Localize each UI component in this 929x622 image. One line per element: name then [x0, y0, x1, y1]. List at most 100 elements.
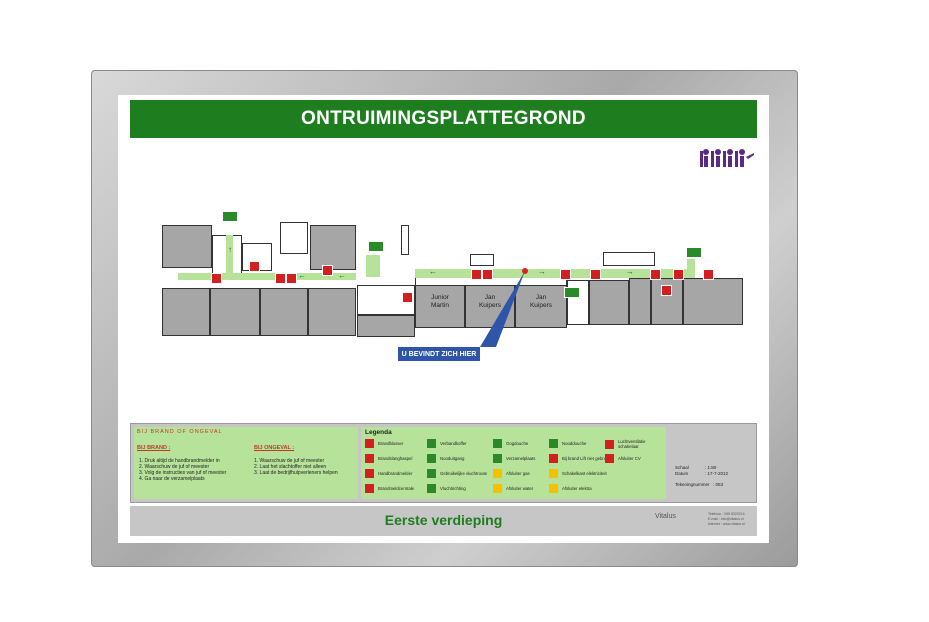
emergency-exit-icon: [222, 211, 238, 222]
legend-item: Verzamelplaats: [493, 454, 535, 463]
escape-route-arrow: ↑: [228, 245, 232, 254]
legend-symbol-icon: [605, 439, 614, 449]
you-are-here-pointer-icon: [480, 268, 528, 347]
legend-symbol-icon: [365, 439, 374, 448]
accident-step: 3. Laat de bedrijfhulpverleners helpen: [254, 470, 338, 476]
fire-extinguisher-icon: [482, 269, 493, 280]
brand-name: Vitalus: [655, 513, 676, 520]
legend-label: Nooddouche: [562, 441, 587, 446]
school-logo-icon: [700, 149, 754, 167]
fire-step: 1. Druk altijd de handbrandmelder in: [139, 458, 220, 464]
legend-label: Afsluiter CV: [618, 456, 641, 461]
fire-extinguisher-icon: [673, 269, 684, 280]
room: [260, 288, 308, 336]
room: [357, 315, 415, 337]
escape-route-arrow: ←: [429, 267, 437, 276]
escape-corridor: [567, 269, 687, 278]
emergency-exit-icon: [686, 247, 702, 258]
legend-item: Afsluiter gas: [493, 469, 530, 478]
emergency-exit-icon: [564, 287, 580, 298]
info-bar: BIJ BRAND OF ONGEVAL BIJ BRAND : 1. Druk…: [130, 423, 757, 503]
wall: [357, 285, 415, 315]
evacuation-plan-sheet: ONTRUIMINGSPLATTEGROND: [118, 95, 769, 543]
legend-item: Nooddouche: [549, 439, 586, 448]
legend-item: Luchtventilatie schakelaar: [605, 439, 666, 449]
accident-instructions-title: BIJ ONGEVAL :: [254, 445, 295, 451]
legend-symbol-icon: [427, 469, 436, 478]
legend-item: Gebruikelijke vluchtroute: [427, 469, 487, 478]
legend-label: Nooduitgang: [440, 456, 465, 461]
room: [415, 285, 465, 328]
legend-item: Bij brand Lift niet gebruiken: [549, 454, 614, 463]
room: [310, 225, 356, 270]
emergency-exit-icon: [368, 241, 384, 252]
fire-alarm-icon: [650, 269, 661, 280]
legend-label: Verzamelplaats: [506, 456, 536, 461]
escape-route-arrow: ←: [338, 271, 346, 280]
room-outline: [470, 254, 494, 266]
fire-extinguisher-icon: [560, 269, 571, 280]
legend-symbol-icon: [605, 454, 614, 463]
legend-label: Oogdouche: [506, 441, 529, 446]
fire-extinguisher-icon: [661, 285, 672, 296]
legend-item: Afsluiter water: [493, 484, 533, 493]
legend-label: Brandslanghaspel: [378, 456, 413, 461]
legend-label: Verbandkoffer: [440, 441, 467, 446]
floor-bar: Eerste verdieping Vitalus Telefoon : 055…: [130, 506, 757, 536]
legend-symbol-icon: [493, 469, 502, 478]
legend-symbol-icon: [549, 439, 558, 448]
fire-extinguisher-icon: [275, 273, 286, 284]
instructions-header: BIJ BRAND OF ONGEVAL: [137, 429, 223, 435]
legend-symbol-icon: [427, 484, 436, 493]
escape-route-arrow: →: [538, 267, 546, 276]
legend-symbol-icon: [427, 439, 436, 448]
escape-corridor: [687, 259, 695, 278]
legend-item: Nooduitgang: [427, 454, 464, 463]
escape-route-arrow: →: [626, 267, 634, 276]
fire-alarm-icon: [703, 269, 714, 280]
legend-item: Verbandkoffer: [427, 439, 467, 448]
legend-symbol-icon: [549, 484, 558, 493]
date-label: Datum: [675, 471, 689, 476]
fire-step: 3. Volg de instructies van juf of meeste…: [139, 470, 227, 476]
fire-instructions-title: BIJ BRAND :: [137, 445, 171, 451]
legend-item: Oogdouche: [493, 439, 528, 448]
accident-step: 2. Laat het slachtoffer niet alleen: [254, 464, 327, 470]
room: [308, 288, 356, 336]
legend-label: Gebruikelijke vluchtroute: [440, 471, 488, 476]
wall: [401, 225, 409, 255]
escape-corridor: [226, 235, 233, 277]
legend-symbol-icon: [365, 454, 374, 463]
legend-symbol-icon: [493, 439, 502, 448]
room: [683, 278, 743, 325]
legend-symbol-icon: [365, 469, 374, 478]
plan-title: ONTRUIMINGSPLATTEGROND: [130, 100, 757, 138]
room-outline: [280, 222, 308, 254]
date-value: : 17-7-2012: [705, 471, 729, 476]
legend-label: Luchtventilatie schakelaar: [618, 439, 646, 449]
room: [515, 285, 567, 328]
legend-label: Schakelkast elektriciteit: [562, 471, 607, 476]
drawing-number-value: : 053: [713, 482, 724, 487]
scale-value: : 1:80: [705, 465, 717, 470]
legend-label: Handbrandmelder: [378, 471, 413, 476]
legend-symbol-icon: [493, 484, 502, 493]
legend-symbol-icon: [365, 484, 374, 493]
legend-item: Afsluiter CV: [605, 454, 641, 463]
room-outline: [603, 252, 655, 266]
legend-label: Afsluiter elektra: [562, 486, 592, 491]
legend-symbol-icon: [493, 454, 502, 463]
legend-symbol-icon: [549, 469, 558, 478]
legend-item: Vluchtrichting: [427, 484, 466, 493]
legend-item: Afsluiter elektra: [549, 484, 592, 493]
escape-route-arrow: ←: [298, 271, 306, 280]
accident-step: 1. Waarschuw de juf of meester: [254, 458, 325, 464]
scale-label: Schaal: [675, 465, 689, 470]
legend-item: Brandslanghaspel: [365, 454, 412, 463]
legend-item: Schakelkast elektriciteit: [549, 469, 607, 478]
instructions-panel: BIJ BRAND OF ONGEVAL BIJ BRAND : 1. Druk…: [134, 427, 358, 499]
legend-item: Brandblusser: [365, 439, 403, 448]
room: [162, 288, 210, 336]
room: [210, 288, 260, 336]
